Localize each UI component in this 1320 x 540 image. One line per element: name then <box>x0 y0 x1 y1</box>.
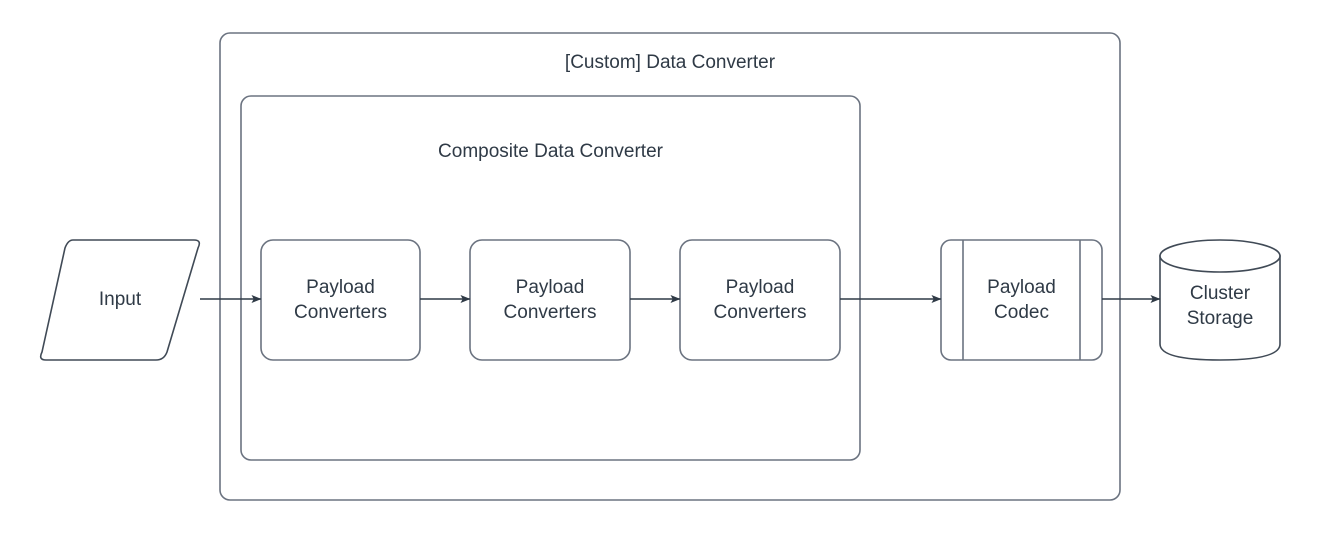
node-cluster-storage-shape[interactable] <box>1159 239 1281 361</box>
node-payload-converters-2-shape[interactable] <box>469 239 631 361</box>
container-custom-data-converter-title: [Custom] Data Converter <box>564 52 776 73</box>
node-payload-codec-shape[interactable] <box>940 239 1103 361</box>
node-payload-converters-3-shape[interactable] <box>679 239 841 361</box>
node-payload-converters-1-shape[interactable] <box>260 239 421 361</box>
node-input-shape[interactable] <box>39 239 201 361</box>
container-composite-data-converter-title: Composite Data Converter <box>438 141 663 162</box>
